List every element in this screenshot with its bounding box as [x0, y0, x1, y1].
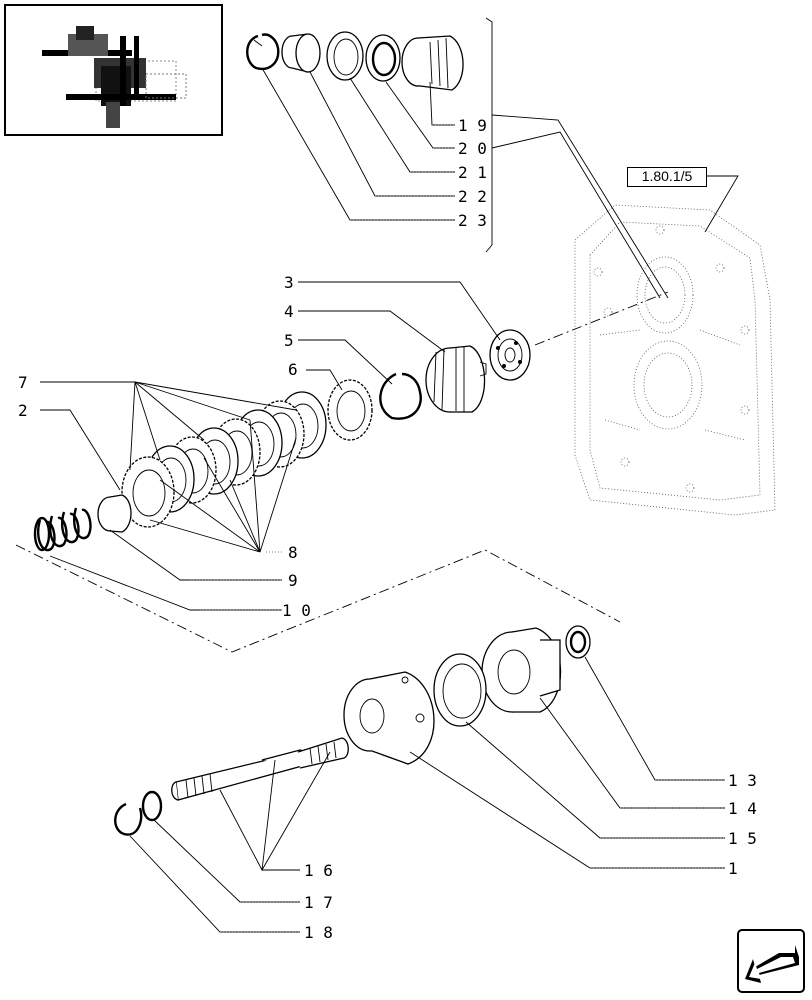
assembly-location-thumbnail-icon: [42, 26, 187, 128]
callout-4: 4: [284, 302, 294, 321]
part-9-collar: [97, 494, 132, 533]
part-18-snap-ring: [114, 802, 143, 836]
part-22-bushing: [281, 33, 321, 73]
part-21-ring: [326, 31, 364, 81]
part-5-snap-ring: [379, 372, 422, 420]
callout-16: 1 6: [304, 861, 333, 880]
callout-7: 7: [18, 373, 28, 392]
part-1-drum: [343, 671, 435, 765]
part-13-ring: [565, 625, 591, 659]
callout-6: 6: [288, 360, 298, 379]
part-17-ring: [141, 790, 163, 822]
callout-1: 1: [728, 859, 738, 878]
callout-9: 9: [288, 571, 298, 590]
part-10-spring: [33, 507, 92, 552]
callout-21: 2 1: [458, 163, 487, 182]
previous-page-arrow-icon: [745, 945, 799, 983]
part-19-sleeve: [401, 35, 464, 91]
callout-13: 1 3: [728, 771, 757, 790]
callout-20: 2 0: [458, 139, 487, 158]
callout-23: 2 3: [458, 211, 487, 230]
callout-10: 1 0: [282, 601, 311, 620]
part-20-ring: [365, 34, 401, 82]
callout-8: 8: [288, 543, 298, 562]
callout-22: 2 2: [458, 187, 487, 206]
clutch-disc-stack: [121, 391, 327, 528]
previous-page-button[interactable]: [737, 929, 805, 993]
callout-14: 1 4: [728, 799, 757, 818]
part-15-seal: [433, 653, 487, 727]
callout-15: 1 5: [728, 829, 757, 848]
callout-5: 5: [284, 331, 294, 350]
callout-3: 3: [284, 273, 294, 292]
callout-2: 2: [18, 401, 28, 420]
part-6-toothed-disc: [327, 379, 373, 441]
part-4-gear: [425, 345, 487, 413]
part-23-snap-ring: [246, 33, 280, 71]
callout-19: 1 9: [458, 116, 487, 135]
reference-page-box[interactable]: 1.80.1/5: [627, 167, 707, 187]
assembly-thumbnail: [4, 4, 223, 136]
gearbox-housing: [574, 204, 776, 516]
callout-17: 1 7: [304, 893, 333, 912]
part-14-piston: [481, 627, 562, 713]
callout-18: 1 8: [304, 923, 333, 942]
part-16-shaft: [171, 737, 349, 801]
part-3-bearing: [489, 329, 531, 381]
